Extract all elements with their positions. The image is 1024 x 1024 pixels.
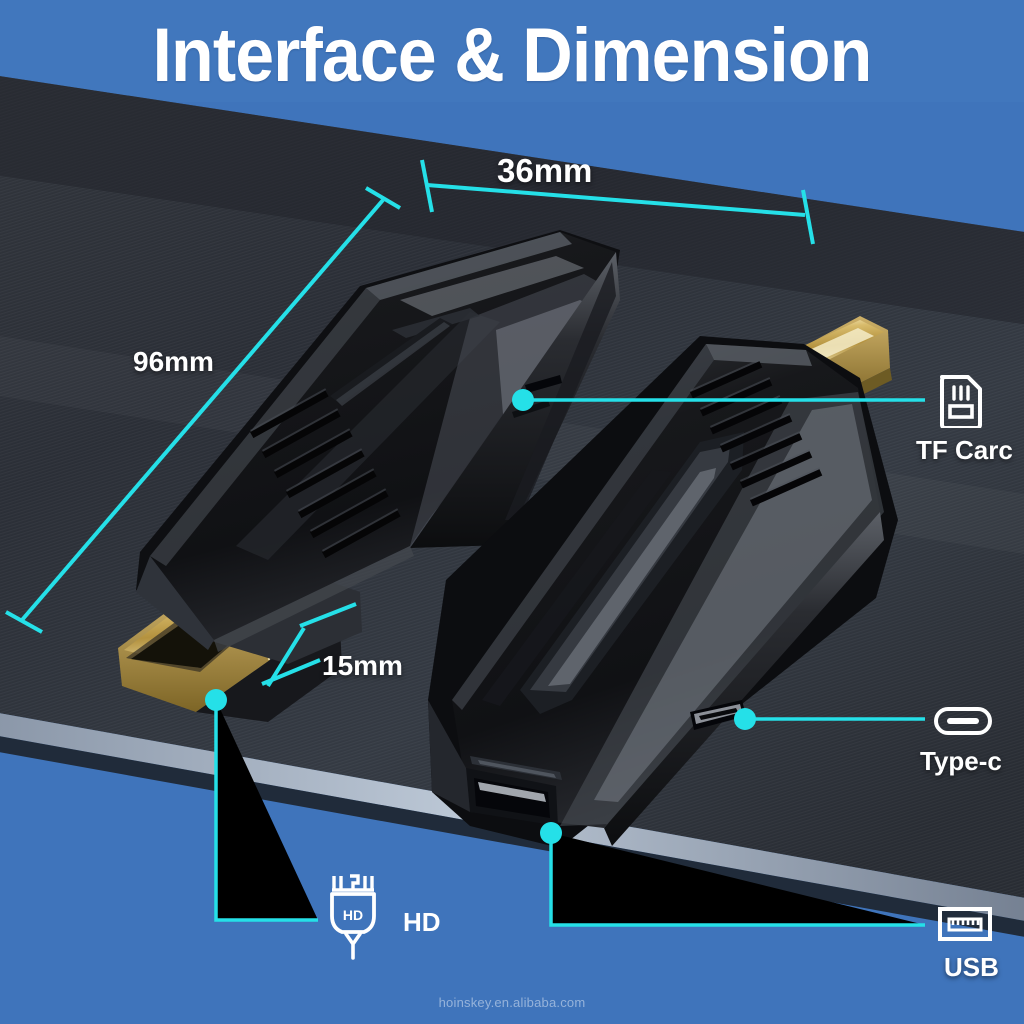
annotation-lines (5, 159, 815, 688)
dimension-label-length: 96mm (133, 346, 214, 377)
usb-c-icon (933, 705, 993, 742)
dimension-label-width: 36mm (497, 152, 593, 189)
callout-label-usb: USB (944, 952, 999, 982)
watermark: hoinskey.en.alibaba.com (438, 995, 586, 1010)
hdmi-plug-icon: HD (320, 872, 386, 967)
product-stick-front (118, 230, 620, 722)
leader-hd (205, 689, 318, 922)
callout-label-hd: HD (403, 907, 441, 937)
callout-label-type-c: Type-c (920, 746, 1002, 776)
leader-type-c (734, 708, 925, 730)
product-stick-back (428, 316, 898, 848)
hdmi-icon-text: HD (343, 907, 363, 923)
page-title: Interface & Dimension (152, 13, 873, 98)
leader-tf-card (512, 389, 925, 411)
callout-label-tf-card: TF Carc (916, 435, 1013, 465)
usb-a-icon (937, 905, 993, 948)
leader-usb (540, 822, 925, 927)
sd-card-icon (937, 374, 985, 433)
dimension-label-depth: 15mm (322, 650, 403, 681)
